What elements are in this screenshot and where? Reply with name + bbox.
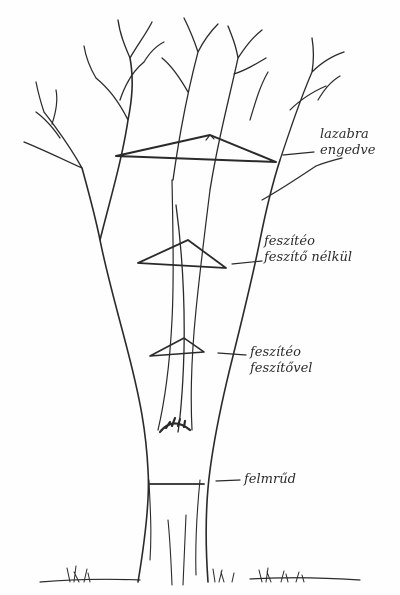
ground-grass [40, 566, 360, 582]
label-middle-line-2: feszítő nélkül [264, 250, 352, 266]
label-top-line-2: engedve [320, 143, 375, 159]
label-bottom: felmrűd [244, 472, 296, 488]
label-lower-line-1: feszítéo [250, 345, 312, 361]
label-top: lazabra engedve [320, 127, 375, 159]
label-lower: feszítéo feszítővel [250, 345, 312, 377]
label-bottom-line-1: felmrűd [244, 472, 296, 488]
label-middle-line-1: feszítéo [264, 234, 352, 250]
label-middle: feszítéo feszítő nélkül [264, 234, 352, 266]
label-leaders [216, 152, 314, 481]
cable-lower [150, 338, 204, 356]
tree-trunk [82, 52, 280, 585]
label-lower-line-2: feszítővel [250, 361, 312, 377]
cable-top [116, 135, 276, 162]
tree-branches [24, 18, 344, 200]
label-top-line-1: lazabra [320, 127, 375, 143]
